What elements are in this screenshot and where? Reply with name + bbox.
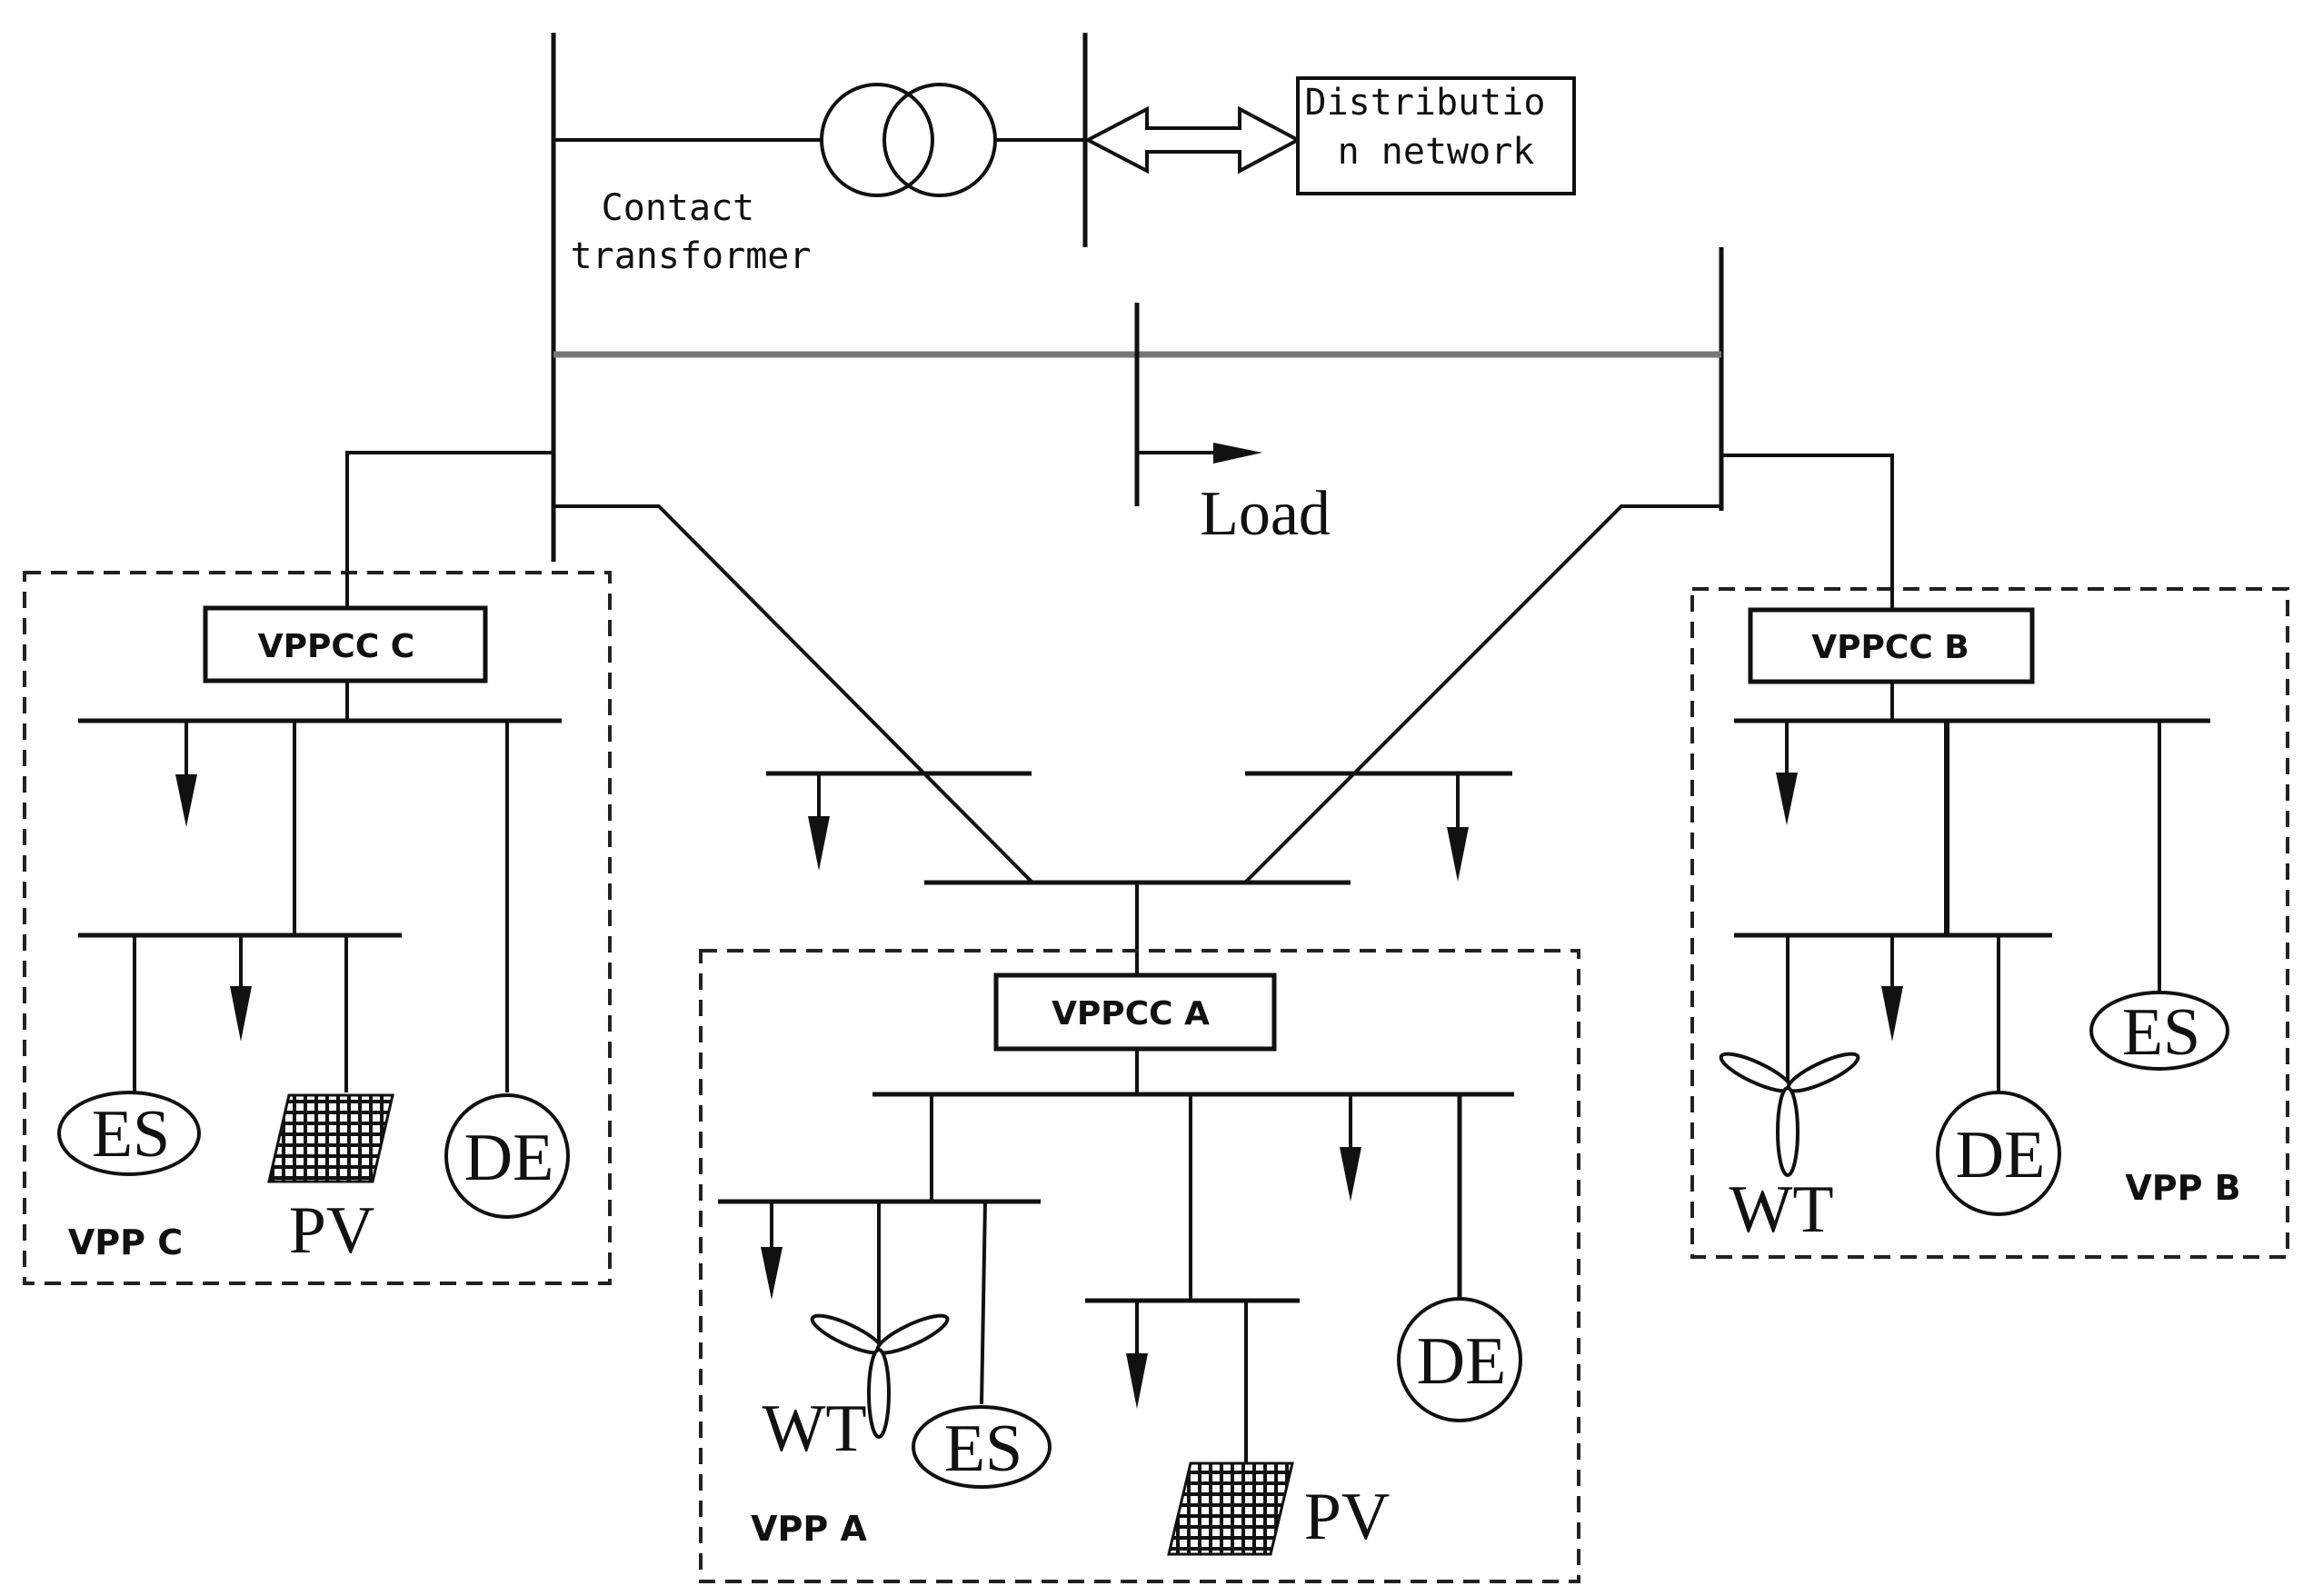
svg-text:ES: ES <box>944 1411 1022 1486</box>
vpp-c-boundary <box>23 571 612 1285</box>
vpp-a-load-arrow-icon-3 <box>1126 1301 1148 1409</box>
vpp-a-wind-turbine-icon <box>810 1313 950 1439</box>
svg-text:DE: DE <box>1417 1324 1507 1399</box>
vpp-a-wt-label: WT <box>762 1392 866 1466</box>
svg-text:ES: ES <box>92 1097 170 1172</box>
vpp-c-pv-label: PV <box>289 1193 375 1268</box>
vpp-b-load-arrow-icon-2 <box>1881 935 1903 1042</box>
right-load-arrow-icon <box>1447 773 1469 882</box>
vpp-c-load-arrow-icon-2 <box>230 935 252 1042</box>
svg-text:DE: DE <box>464 1121 554 1195</box>
bidirectional-power-arrow-icon <box>1083 105 1302 175</box>
vpp-a-boundary <box>699 949 1580 1583</box>
vppcc-c-box: VPPCC C <box>203 605 488 683</box>
vpp-c-pv-panel-icon <box>267 1093 394 1183</box>
vpp-b-boundary <box>1690 587 2289 1259</box>
vpp-b-load-arrow-icon-1 <box>1776 721 1798 825</box>
vpp-a-es-icon: ES <box>912 1405 1052 1489</box>
vpp-c-es-icon: ES <box>57 1091 201 1176</box>
vpp-c-de-icon: DE <box>444 1093 570 1219</box>
vpp-a-load-arrow-icon-1 <box>1340 1094 1361 1202</box>
vpp-a-label: VPP A <box>751 1509 867 1549</box>
vpp-b-de-icon: DE <box>1936 1091 2061 1216</box>
vpp-b-es-icon: ES <box>2089 991 2229 1071</box>
line-right-to-center <box>1243 504 1721 884</box>
svg-text:Distributio n network: Distributio n network <box>1305 82 1568 173</box>
load-arrow-icon <box>1137 443 1262 464</box>
vpp-c-label: VPP C <box>68 1222 183 1262</box>
vpp-b-label: VPP B <box>2125 1168 2240 1208</box>
vppcc-b-box: VPPCC B <box>1748 607 2035 684</box>
left-load-arrow-icon <box>808 773 830 871</box>
vppcc-a-box: VPPCC A <box>993 973 1277 1052</box>
vpp-a-pv-panel-icon <box>1167 1461 1294 1556</box>
svg-text:VPPCC B: VPPCC B <box>1811 629 1969 666</box>
svg-text:DE: DE <box>1956 1118 2046 1192</box>
vpp-a-pv-label: PV <box>1304 1480 1391 1554</box>
vpp-c-feeder <box>345 451 553 608</box>
contact-transformer-label: Contact transformer <box>571 187 812 277</box>
vpp-a-de-icon: DE <box>1397 1297 1522 1422</box>
contact-transformer-icon <box>820 83 997 197</box>
vpp-c-load-arrow-icon-1 <box>175 721 197 827</box>
load-label: Load <box>1200 479 1331 549</box>
svg-text:VPPCC C: VPPCC C <box>258 628 414 665</box>
line-left-to-center <box>553 504 1034 884</box>
vpp-b-feeder <box>1721 454 1894 610</box>
svg-text:ES: ES <box>2122 995 2200 1070</box>
vpp-b-wind-turbine-icon <box>1719 1052 1860 1177</box>
vpp-a-load-arrow-icon-2 <box>761 1202 783 1300</box>
distribution-network-box: Distributio n network <box>1296 76 1576 195</box>
vpp-b-wt-label: WT <box>1729 1172 1833 1247</box>
svg-text:VPPCC A: VPPCC A <box>1052 995 1210 1032</box>
